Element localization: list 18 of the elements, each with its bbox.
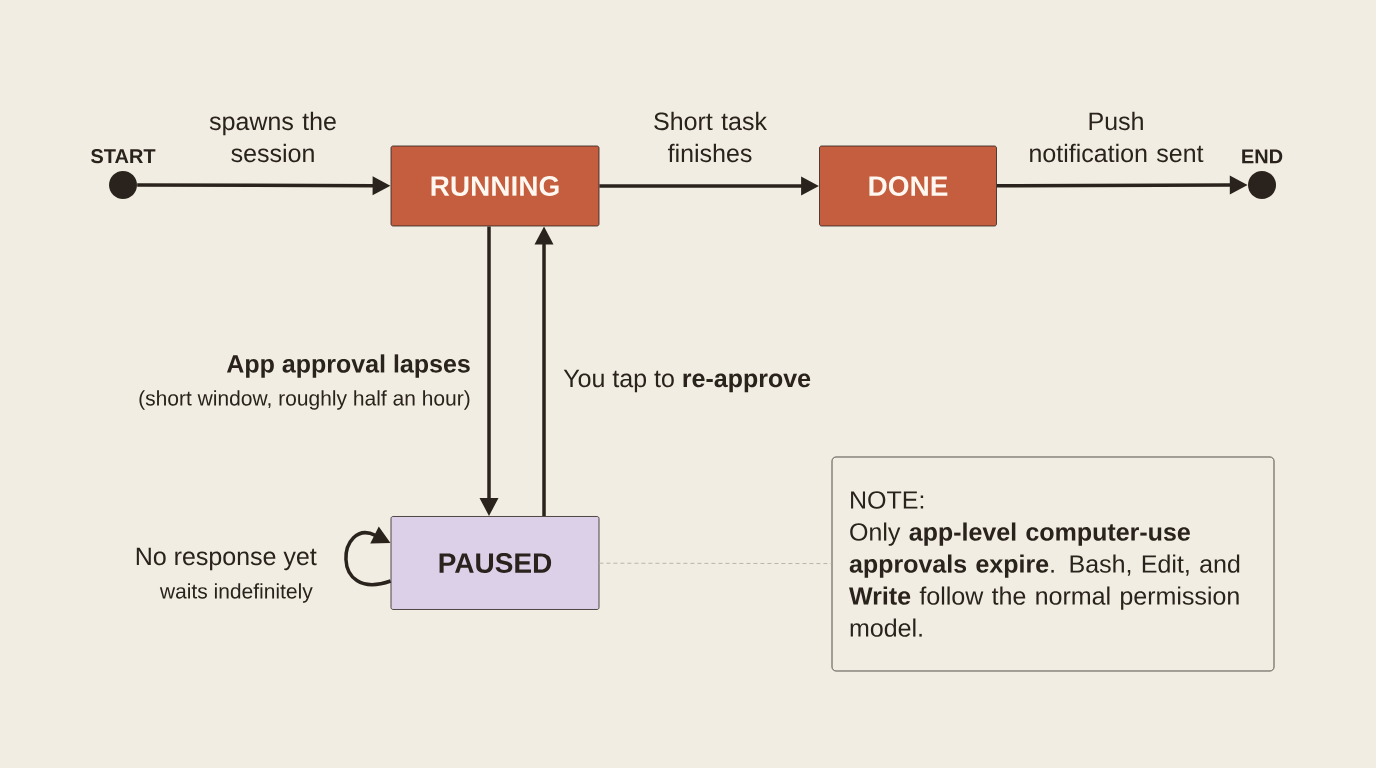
state-box: RUNNING bbox=[390, 145, 600, 227]
note-text: waits indefinitely bbox=[159, 583, 313, 603]
edge-label: Push notification sent bbox=[1030, 111, 1204, 163]
terminal-dot bbox=[109, 171, 137, 199]
dashed-connector bbox=[598, 562, 832, 565]
edge-label: spawns the session bbox=[209, 111, 336, 163]
edge-label: Short task finishes bbox=[654, 111, 767, 163]
terminal-dot bbox=[1248, 171, 1276, 199]
arrow bbox=[344, 526, 391, 587]
terminal-label: END bbox=[1242, 149, 1283, 164]
state-box: DONE bbox=[819, 145, 997, 227]
edge-label: No response yet bbox=[136, 547, 317, 571]
note-text: (short window, roughly half an hour) bbox=[139, 390, 470, 410]
terminal-label: START bbox=[91, 149, 156, 164]
note-box: NOTE: Only app-level computer-use approvals expire. Bash, Edit, and Write follow the normal permission model. bbox=[831, 456, 1275, 672]
edge-label: App approval lapses bbox=[226, 354, 470, 378]
edge-label: You tap to re-approve bbox=[563, 369, 811, 393]
state-box: PAUSED bbox=[390, 516, 600, 610]
